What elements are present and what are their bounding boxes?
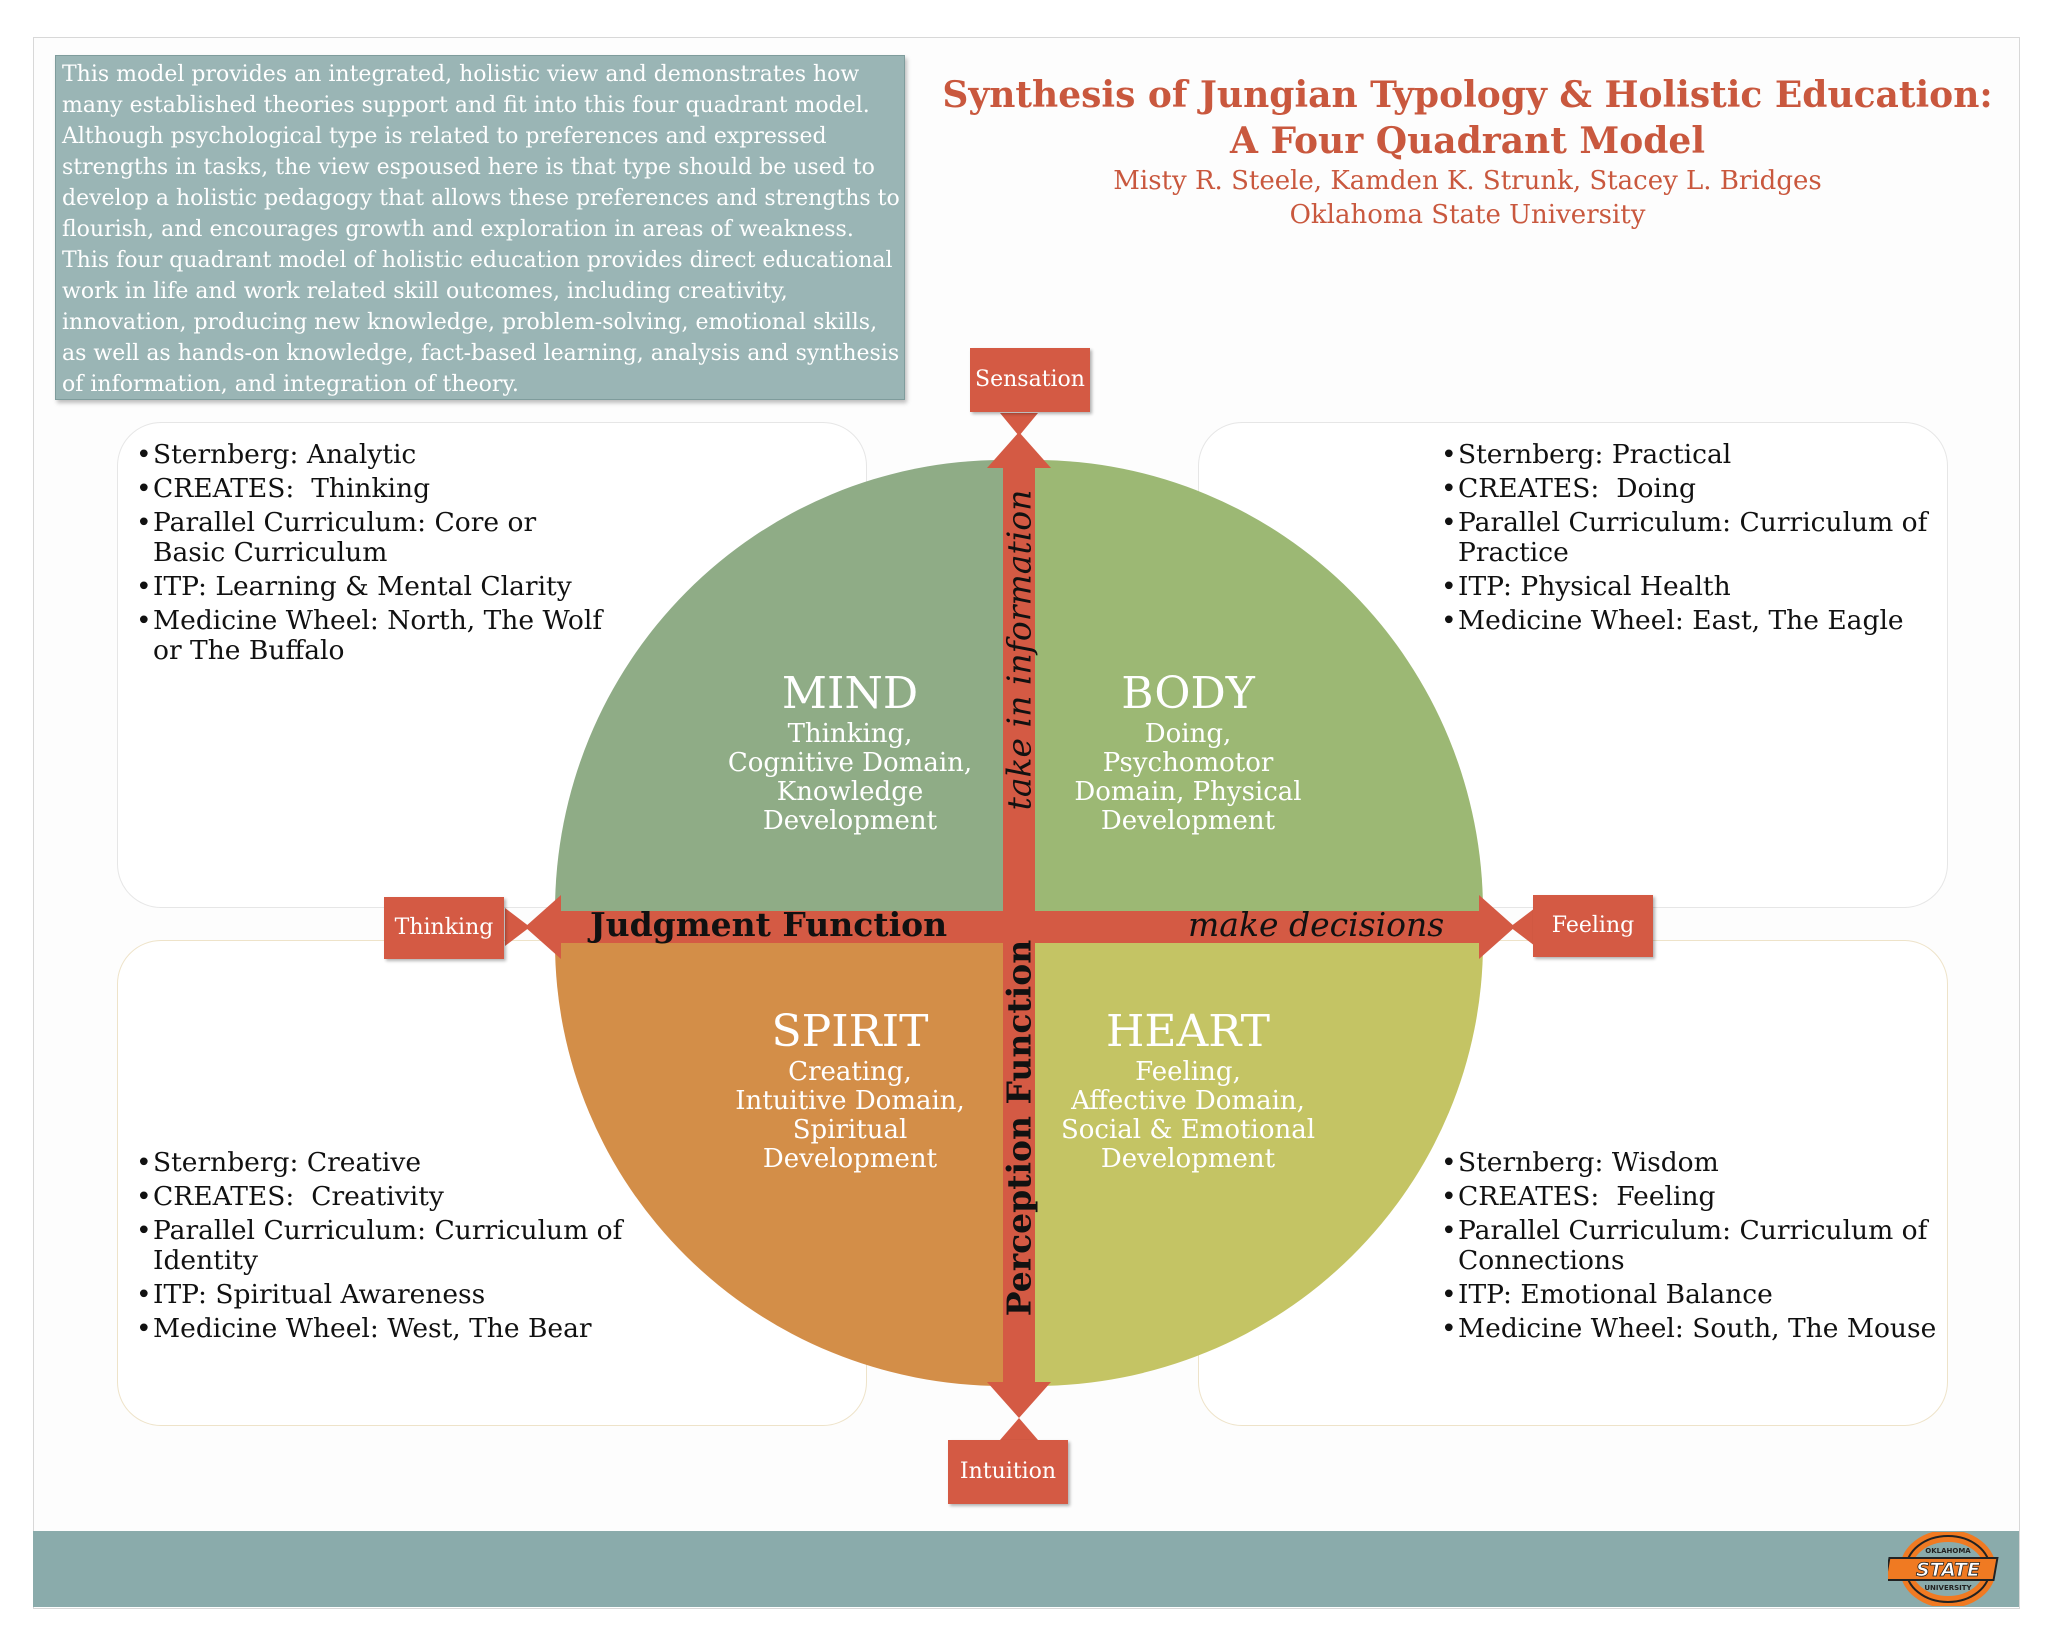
- heart-line-3: Social & Emotional: [1060, 1115, 1316, 1145]
- sensation-flag: Sensation: [970, 348, 1090, 412]
- list-item: CREATES: Thinking: [136, 474, 616, 505]
- feeling-pointer: [1510, 908, 1535, 946]
- affiliation: Oklahoma State University: [1289, 200, 1646, 230]
- list-item: Medicine Wheel: West, The Bear: [136, 1314, 626, 1345]
- spirit-label-group: SPIRIT Creating, Intuitive Domain, Spiri…: [720, 1006, 980, 1174]
- logo-word: STATE: [1916, 1559, 1980, 1581]
- mind-line-1: Thinking,: [787, 719, 913, 749]
- arrow-up: [987, 432, 1051, 468]
- list-item: CREATES: Doing: [1441, 474, 1931, 505]
- feeling-flag: Feeling: [1533, 895, 1653, 957]
- mind-title: MIND: [781, 668, 919, 719]
- body-line-1: Doing,: [1144, 719, 1232, 749]
- perception-function-label: Perception Function: [999, 939, 1039, 1317]
- thinking-flag: Thinking: [384, 897, 504, 959]
- spirit-line-3: Spiritual: [792, 1115, 908, 1145]
- body-line-2: Psychomotor: [1102, 748, 1274, 778]
- heart-line-1: Feeling,: [1135, 1057, 1241, 1087]
- judgment-function-label: Judgment Function: [590, 905, 948, 944]
- thinking-pointer: [505, 908, 530, 946]
- mind-label-group: MIND Thinking, Cognitive Domain, Knowled…: [720, 668, 980, 836]
- take-in-information-label: take in information: [999, 489, 1039, 811]
- footer-bar: [33, 1531, 2019, 1607]
- list-item: Medicine Wheel: East, The Eagle: [1441, 606, 1931, 637]
- spirit-line-2: Intuitive Domain,: [735, 1086, 965, 1116]
- heart-line-2: Affective Domain,: [1071, 1086, 1305, 1116]
- list-item: ITP: Learning & Mental Clarity: [136, 572, 616, 603]
- horizontal-axis-bar: [555, 911, 1485, 943]
- arrow-down: [987, 1382, 1051, 1418]
- body-quadrant: [1035, 460, 1483, 911]
- spirit-line-1: Creating,: [788, 1057, 912, 1087]
- mind-line-3: Knowledge: [776, 777, 924, 807]
- list-item: Medicine Wheel: North, The Wolf or The B…: [136, 606, 616, 666]
- list-bottom-right: Sternberg: Wisdom CREATES: Feeling Paral…: [1441, 1148, 1941, 1348]
- mind-line-2: Cognitive Domain,: [727, 748, 973, 778]
- osu-logo: OKLAHOMA STATE UNIVERSITY: [1888, 1532, 1999, 1606]
- mind-quadrant: [555, 460, 1003, 911]
- list-item: CREATES: Feeling: [1441, 1182, 1941, 1213]
- arrow-left: [525, 895, 561, 959]
- spirit-quadrant: [555, 943, 1003, 1386]
- list-item: Sternberg: Wisdom: [1441, 1148, 1941, 1179]
- logo-top-text: OKLAHOMA: [1925, 1547, 1971, 1555]
- body-line-3: Domain, Physical: [1074, 777, 1302, 807]
- list-item: Medicine Wheel: South, The Mouse: [1441, 1314, 1941, 1345]
- sensation-pointer: [1000, 413, 1038, 436]
- heart-line-4: Development: [1100, 1144, 1276, 1174]
- list-bottom-left: Sternberg: Creative CREATES: Creativity …: [136, 1148, 626, 1348]
- list-item: Sternberg: Practical: [1441, 440, 1931, 471]
- make-decisions-label: make decisions: [1188, 905, 1445, 944]
- logo-bottom-text: UNIVERSITY: [1924, 1584, 1972, 1592]
- list-item: ITP: Emotional Balance: [1441, 1280, 1941, 1311]
- heart-quadrant: [1035, 943, 1483, 1386]
- title-line-2: A Four Quadrant Model: [1229, 120, 1705, 162]
- intro-paragraph: This model provides an integrated, holis…: [55, 55, 905, 400]
- intuition-pointer: [1000, 1418, 1038, 1440]
- list-item: ITP: Spiritual Awareness: [136, 1280, 626, 1311]
- body-line-4: Development: [1100, 806, 1276, 836]
- body-title: BODY: [1121, 668, 1255, 719]
- intuition-flag: Intuition: [948, 1440, 1068, 1504]
- list-item: ITP: Physical Health: [1441, 572, 1931, 603]
- list-item: Sternberg: Analytic: [136, 440, 616, 471]
- heart-title: HEART: [1106, 1006, 1270, 1057]
- list-top-right: Sternberg: Practical CREATES: Doing Para…: [1441, 440, 1931, 640]
- list-item: Parallel Curriculum: Curriculum of Ident…: [136, 1216, 626, 1276]
- heart-label-group: HEART Feeling, Affective Domain, Social …: [1048, 1006, 1328, 1174]
- list-item: CREATES: Creativity: [136, 1182, 626, 1213]
- list-item: Sternberg: Creative: [136, 1148, 626, 1179]
- spirit-title: SPIRIT: [771, 1006, 929, 1057]
- mind-line-4: Development: [762, 806, 938, 836]
- list-item: Parallel Curriculum: Curriculum of Conne…: [1441, 1216, 1941, 1276]
- list-top-left: Sternberg: Analytic CREATES: Thinking Pa…: [136, 440, 616, 670]
- authors: Misty R. Steele, Kamden K. Strunk, Stace…: [1113, 166, 1822, 196]
- body-label-group: BODY Doing, Psychomotor Domain, Physical…: [1058, 668, 1318, 836]
- list-item: Parallel Curriculum: Core or Basic Curri…: [136, 508, 616, 568]
- arrow-right: [1479, 895, 1515, 959]
- title-line-1: Synthesis of Jungian Typology & Holistic…: [942, 74, 1993, 116]
- list-item: Parallel Curriculum: Curriculum of Pract…: [1441, 508, 1931, 568]
- spirit-line-4: Development: [762, 1144, 938, 1174]
- title-block: Synthesis of Jungian Typology & Holistic…: [920, 72, 2015, 232]
